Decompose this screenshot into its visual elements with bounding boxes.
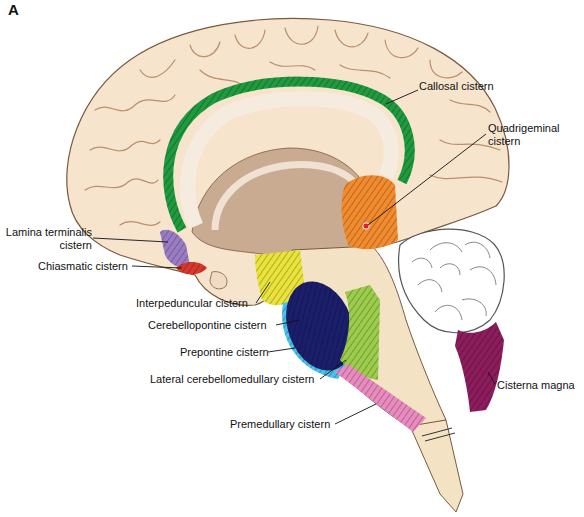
quadrigeminal-cistern (342, 175, 398, 249)
quadrigeminal-hatch (342, 175, 398, 249)
cord-marker (422, 428, 455, 441)
part-label: Lamina terminalis cistern (0, 226, 92, 252)
part-label: Cisterna magna (497, 379, 575, 392)
part-label: Lateral cerebellomedullary cistern (150, 373, 314, 386)
pineal-dot (363, 223, 369, 229)
part-label: Prepontine cistern (180, 346, 269, 359)
premedullary-hatch (335, 364, 426, 432)
part-label: Quadrigeminal cistern (488, 122, 574, 148)
fornix (215, 165, 362, 230)
cerebellum (399, 229, 505, 333)
part-label: Interpeduncular cistern (136, 297, 248, 310)
spinal-cord (410, 420, 463, 512)
lamina-hatch (160, 230, 190, 268)
part-label: Chiasmatic cistern (38, 260, 128, 273)
cisterna-magna-hatch (455, 322, 504, 412)
lamina-terminalis-cistern (160, 230, 190, 268)
leader-lines (93, 90, 495, 424)
cisterna-magna (455, 322, 504, 412)
panel-letter: A (8, 3, 19, 16)
part-label: Callosal cistern (419, 80, 494, 93)
premedullary-cistern (335, 364, 426, 432)
part-label: Premedullary cistern (230, 418, 330, 431)
part-label: Cerebellopontine cistern (148, 319, 267, 332)
cerebellar-folia (412, 242, 496, 320)
pituitary (210, 272, 227, 289)
